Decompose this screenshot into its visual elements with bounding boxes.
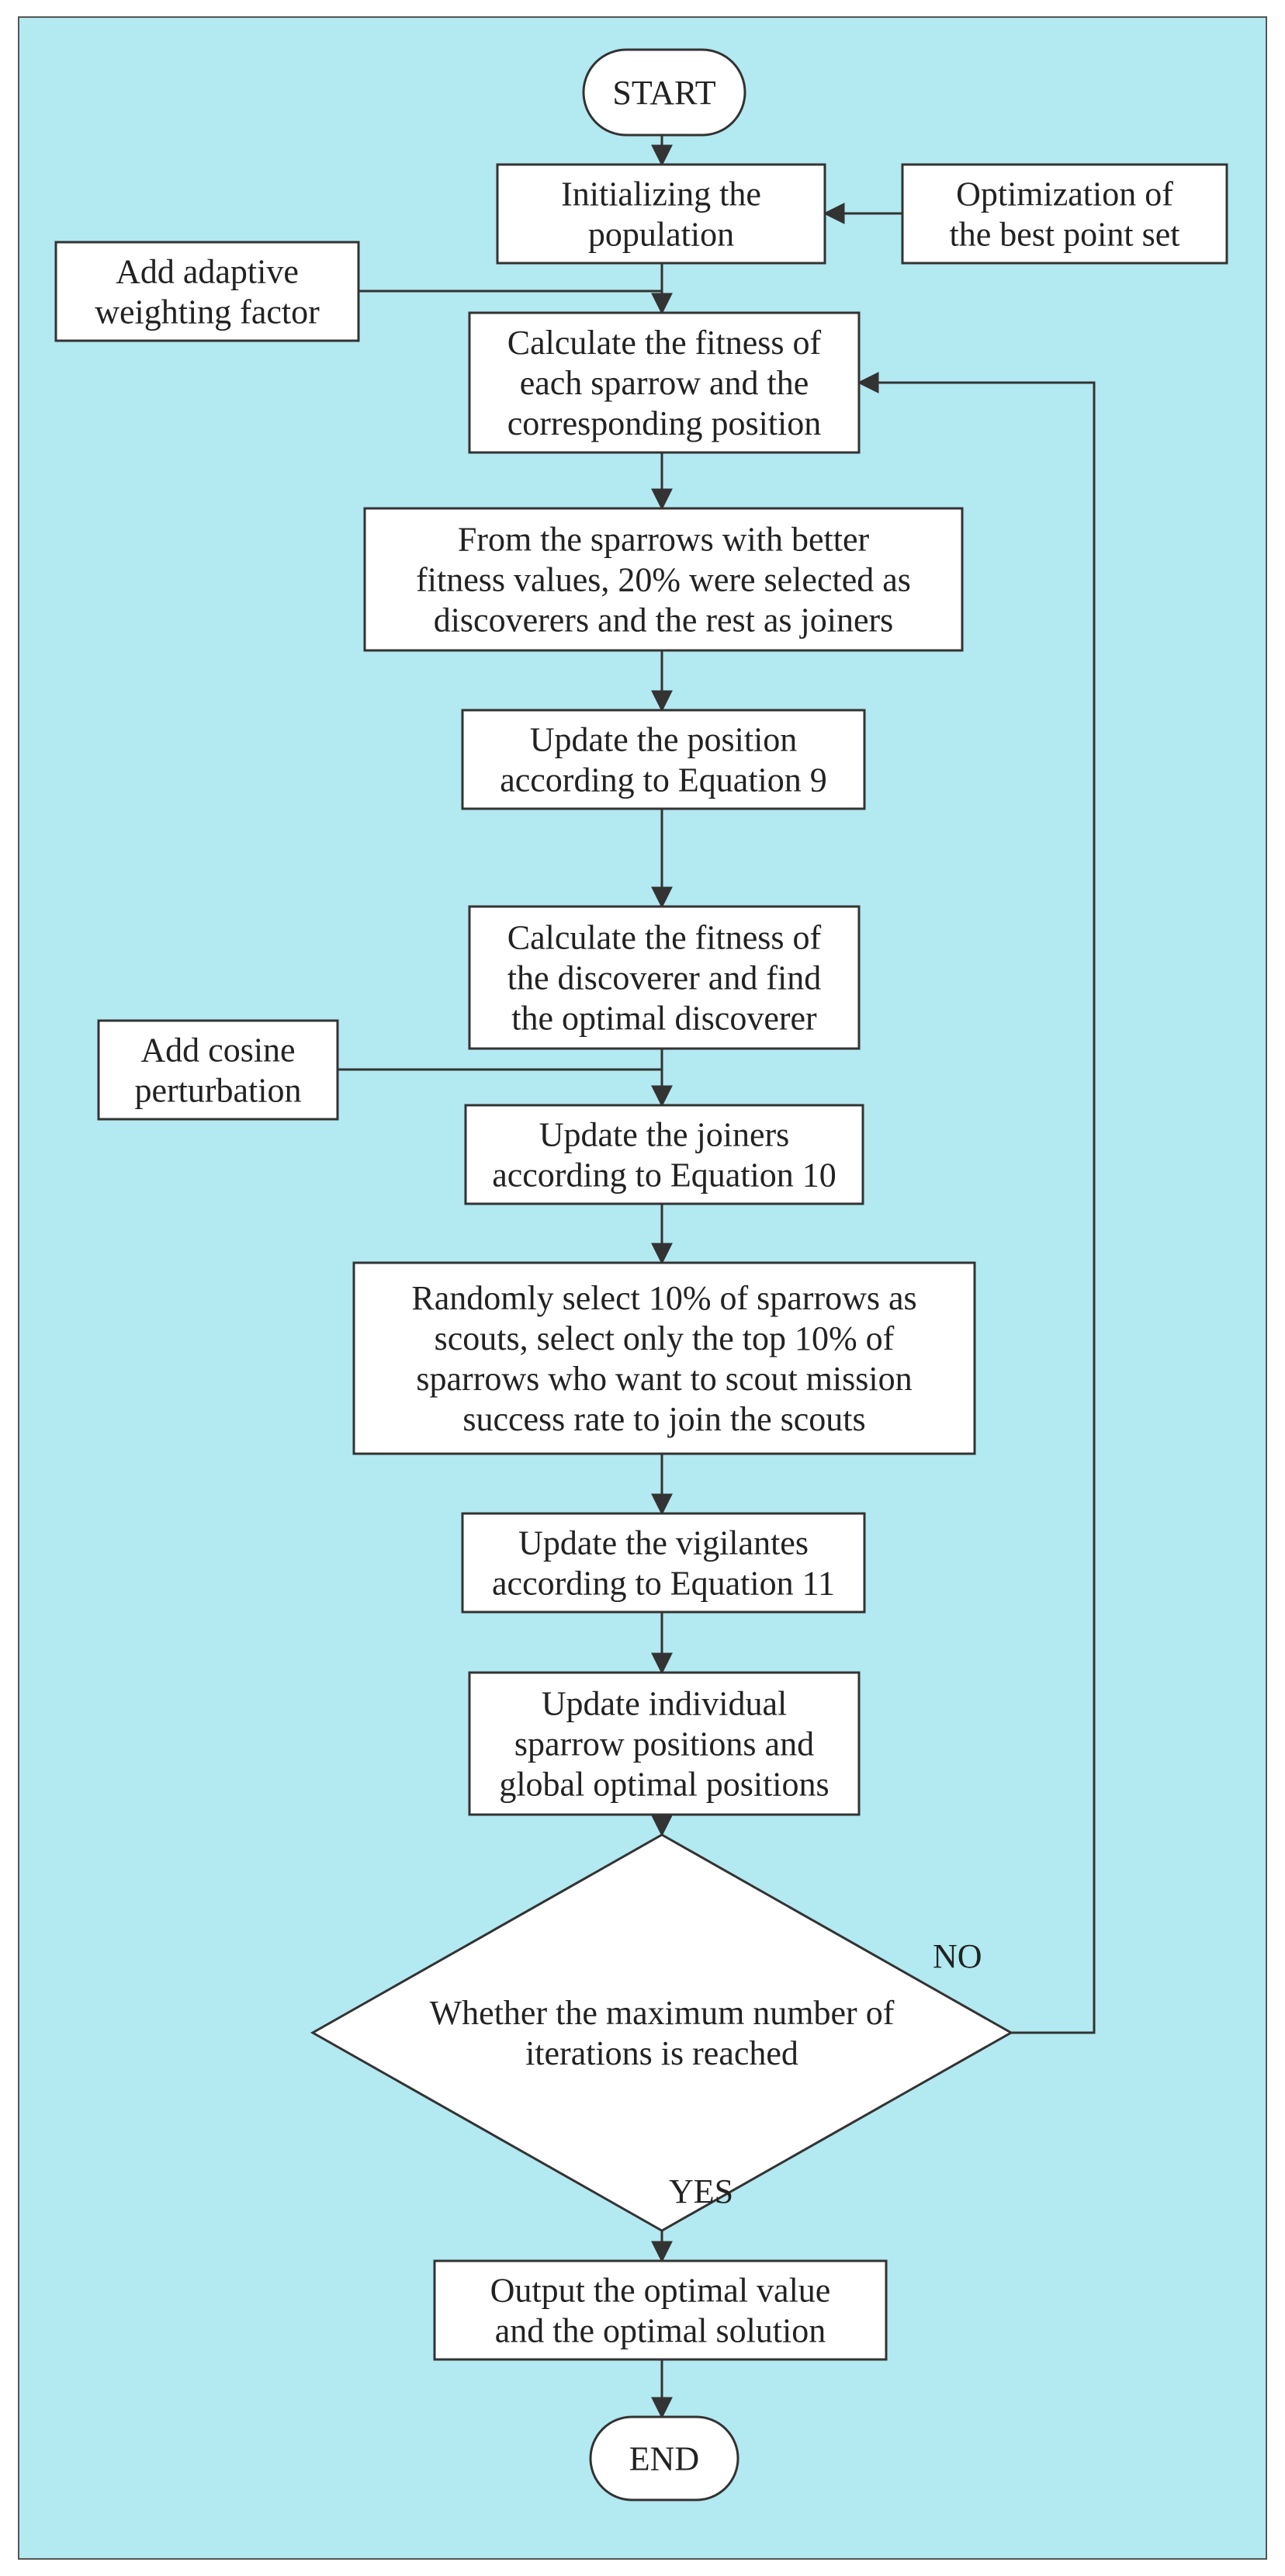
node-text-line: Whether the maximum number of	[430, 1994, 895, 2032]
process-box	[468, 905, 861, 1050]
node-text-line: Update the vigilantes	[518, 1524, 809, 1562]
node-text-line: Optimization of	[956, 175, 1173, 213]
node-text-line: sparrow positions and	[514, 1725, 814, 1763]
node-text-line: according to Equation 11	[492, 1565, 835, 1603]
edge-label-no: NO	[933, 1937, 982, 1975]
node-text-line: Add cosine	[140, 1031, 295, 1070]
node-text-line: corresponding position	[507, 404, 822, 442]
node-text-line: Calculate the fitness of	[507, 324, 822, 362]
node-text-line: iterations is reached	[525, 2034, 798, 2072]
node-text-line: Randomly select 10% of sparrows as	[411, 1279, 916, 1317]
node-text-line: and the optimal solution	[495, 2312, 826, 2350]
node-text-line: fitness values, 20% were selected as	[416, 561, 911, 599]
process-box	[496, 163, 826, 265]
process-box	[352, 1261, 976, 1455]
process-box	[363, 507, 964, 652]
edge-label-yes: YES	[669, 2172, 733, 2210]
node-text-line: the discoverer and find	[507, 959, 821, 997]
node-text-line: sparrows who want to scout mission	[416, 1360, 912, 1398]
terminal-shape	[582, 48, 746, 137]
process-box	[901, 163, 1228, 265]
node-text-line: the optimal discoverer	[511, 1000, 817, 1038]
process-box	[468, 311, 861, 454]
node-text-line: the best point set	[950, 216, 1180, 254]
node-text-line: END	[629, 2440, 699, 2478]
process-box	[97, 1019, 339, 1121]
node-scouts: Randomly select 10% of sparrows asscouts…	[352, 1261, 976, 1455]
flow-edges	[338, 135, 1096, 2419]
node-text-line: From the sparrows with better	[458, 521, 870, 559]
node-text-line: weighting factor	[95, 293, 320, 331]
decision-diamond	[310, 1833, 1014, 2232]
node-text-line: Output the optimal value	[490, 2272, 831, 2310]
process-box	[433, 2259, 888, 2361]
process-box	[461, 709, 866, 810]
process-box	[54, 241, 360, 342]
node-text-line: START	[612, 74, 715, 112]
node-text-line: Calculate the fitness of	[507, 919, 822, 957]
node-text-line: Initializing the	[561, 175, 761, 213]
edge-decision-no-loop	[857, 372, 1096, 2034]
node-text-line: population	[588, 216, 734, 254]
node-text-line: according to Equation 9	[500, 761, 827, 799]
node-text-line: Update the position	[530, 721, 798, 759]
node-text-line: discoverers and the rest as joiners	[434, 602, 894, 640]
process-box	[468, 1671, 861, 1816]
process-box	[461, 1512, 866, 1614]
terminal-shape	[589, 2415, 739, 2501]
node-decision: Whether the maximum number ofiterations …	[310, 1833, 1014, 2232]
node-text-line: scouts, select only the top 10% of	[435, 1319, 895, 1357]
process-box	[464, 1104, 864, 1205]
node-text-line: Add adaptive	[116, 253, 299, 291]
node-text-line: according to Equation 10	[492, 1156, 836, 1194]
node-text-line: Update individual	[542, 1685, 788, 1723]
node-end: END	[589, 2415, 739, 2501]
node-start: START	[582, 48, 746, 137]
node-text-line: global optimal positions	[499, 1766, 829, 1804]
node-text-line: each sparrow and the	[520, 364, 809, 402]
node-text-line: Update the joiners	[539, 1116, 790, 1154]
node-text-line: success rate to join the scouts	[462, 1400, 865, 1438]
node-text-line: perturbation	[134, 1072, 301, 1110]
